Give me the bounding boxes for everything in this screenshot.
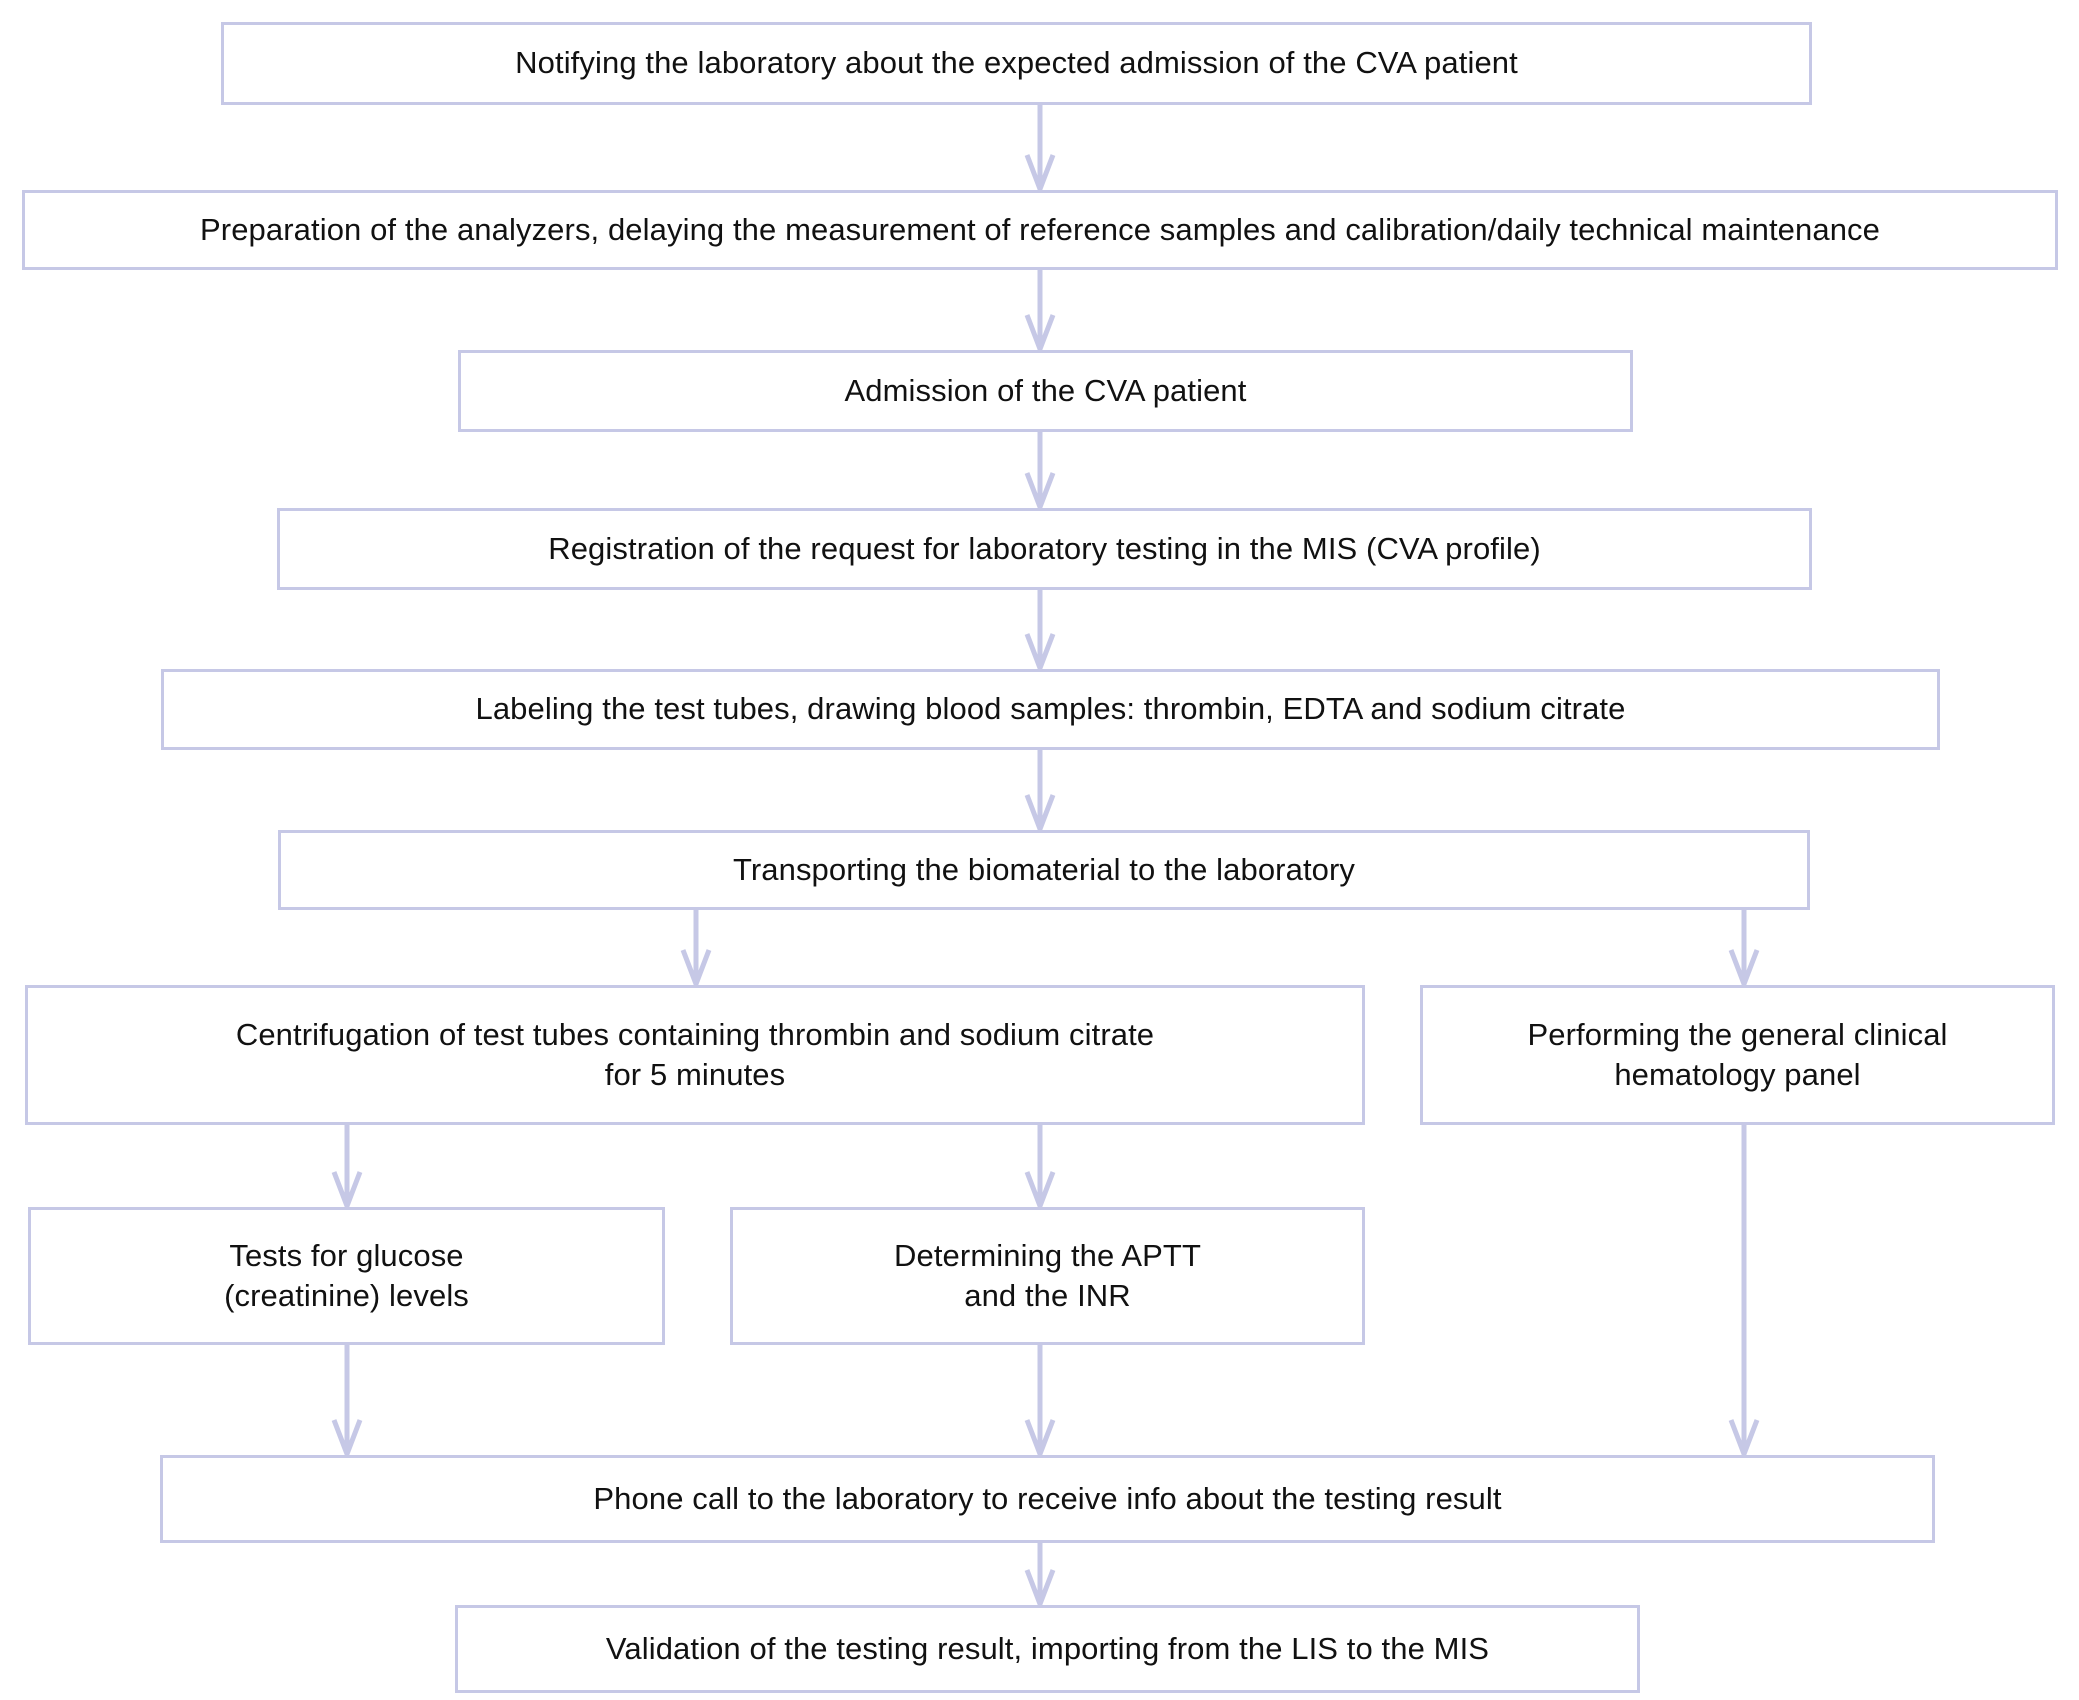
flowchart-node-label: Admission of the CVA patient <box>844 372 1247 408</box>
arrow-connector-e10 <box>331 1345 363 1462</box>
arrow-connector-e11 <box>1024 1345 1056 1462</box>
flowchart-node-n10[interactable]: Determining the APTT and the INR <box>730 1207 1365 1345</box>
flowchart-node-label: Labeling the test tubes, drawing blood s… <box>475 691 1626 727</box>
flowchart-node-n5[interactable]: Labeling the test tubes, drawing blood s… <box>161 669 1940 750</box>
flowchart-node-label: Notifying the laboratory about the expec… <box>515 45 1518 81</box>
flowchart-node-label: Tests for glucose (creatinine) levels <box>224 1237 469 1313</box>
arrow-connector-e13 <box>1024 1543 1056 1612</box>
flowchart-node-label: Preparation of the analyzers, delaying t… <box>200 211 1880 247</box>
flowchart-node-n8[interactable]: Performing the general clinical hematolo… <box>1420 985 2055 1125</box>
flowchart-node-n3[interactable]: Admission of the CVA patient <box>458 350 1633 432</box>
arrow-connector-e6 <box>680 910 712 992</box>
flowchart-node-n6[interactable]: Transporting the biomaterial to the labo… <box>278 830 1810 910</box>
flowchart-node-label: Determining the APTT and the INR <box>894 1237 1201 1313</box>
arrow-connector-e8 <box>331 1125 363 1214</box>
arrow-connector-e7 <box>1728 910 1760 992</box>
flowchart-node-label: Performing the general clinical hematolo… <box>1527 1016 1948 1092</box>
arrow-connector-e3 <box>1024 432 1056 515</box>
flowchart-node-label: Validation of the testing result, import… <box>605 1630 1490 1666</box>
flowchart-node-n9[interactable]: Tests for glucose (creatinine) levels <box>28 1207 665 1345</box>
flowchart-node-label: Transporting the biomaterial to the labo… <box>732 851 1356 887</box>
flowchart-node-n4[interactable]: Registration of the request for laborato… <box>277 508 1812 590</box>
arrow-connector-e1 <box>1024 105 1056 197</box>
arrow-connector-e9 <box>1024 1125 1056 1214</box>
arrow-connector-e5 <box>1024 750 1056 837</box>
flowchart-node-label: Phone call to the laboratory to receive … <box>593 1480 1502 1516</box>
flowchart-node-label: Centrifugation of test tubes containing … <box>235 1016 1155 1092</box>
arrow-connector-e2 <box>1024 270 1056 357</box>
flowchart-node-n12[interactable]: Validation of the testing result, import… <box>455 1605 1640 1693</box>
flowchart-node-label: Registration of the request for laborato… <box>548 530 1541 566</box>
arrow-connector-e12 <box>1728 1125 1760 1462</box>
flowchart-node-n11[interactable]: Phone call to the laboratory to receive … <box>160 1455 1935 1543</box>
flowchart-node-n2[interactable]: Preparation of the analyzers, delaying t… <box>22 190 2058 270</box>
flowchart-node-n7[interactable]: Centrifugation of test tubes containing … <box>25 985 1365 1125</box>
flowchart-node-n1[interactable]: Notifying the laboratory about the expec… <box>221 22 1812 105</box>
arrow-connector-e4 <box>1024 590 1056 676</box>
